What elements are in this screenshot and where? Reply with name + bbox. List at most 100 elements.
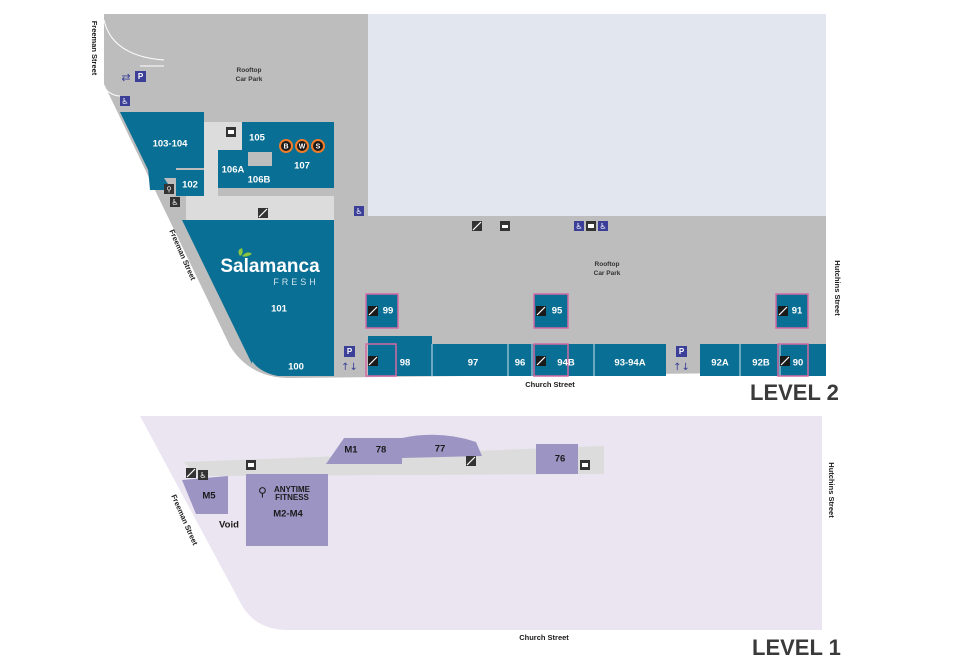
tenant-101[interactable] xyxy=(182,220,334,364)
svg-text:⚲: ⚲ xyxy=(166,186,171,194)
tenant-m2-m4[interactable] xyxy=(246,474,328,546)
accessible-icon: ♿ xyxy=(574,221,584,231)
tenant-105-label: 105 xyxy=(249,133,266,144)
tenant-m5-label: M5 xyxy=(202,491,216,502)
tenant-107[interactable] xyxy=(272,122,334,188)
anytime-wordmark: ANYTIME xyxy=(274,485,311,494)
rooftop-car-park-label-lower: Rooftop xyxy=(595,261,620,268)
tenant-m1-label: M1 xyxy=(344,445,358,456)
escalator-icon xyxy=(368,306,378,316)
tenant-102-label: 102 xyxy=(182,180,198,191)
tenant-92b[interactable] xyxy=(740,344,780,376)
tenant-97[interactable] xyxy=(432,344,508,376)
escalator-icon xyxy=(258,208,268,218)
tenant-106b-label: 106B xyxy=(248,175,271,186)
tenant-105[interactable] xyxy=(242,122,272,152)
fitness-wordmark: FITNESS xyxy=(275,493,309,502)
lift-icon xyxy=(226,127,236,137)
tenant-100[interactable] xyxy=(250,358,334,376)
lift-icon xyxy=(586,221,596,231)
anytime-fitness-logo: ⚲ ANYTIME FITNESS xyxy=(258,485,311,502)
tenant-m1[interactable] xyxy=(326,438,362,464)
tenant-77[interactable] xyxy=(402,434,482,458)
church-street-label-level-1: Church Street xyxy=(519,633,569,642)
svg-text:W: W xyxy=(299,143,306,150)
tenant-91-label: 91 xyxy=(792,306,803,317)
rooftop-car-park-label-upper-2: Car Park xyxy=(236,76,263,83)
up-down-arrows-icon: ↑↓ xyxy=(341,362,358,373)
tenant-76[interactable] xyxy=(536,444,578,474)
tenant-106a-label: 106A xyxy=(222,165,245,176)
svg-text:↑↓: ↑↓ xyxy=(673,362,690,373)
car-park-lane-curve-2 xyxy=(103,87,121,97)
tenant-98[interactable] xyxy=(368,336,432,376)
parking-icon: P xyxy=(344,346,355,357)
level-2-open-area xyxy=(368,14,826,216)
tenant-90-label: 90 xyxy=(793,358,804,369)
salamanca-fresh-logo: Salamanca FRESH xyxy=(220,248,320,287)
hutchins-street-label-level-2: Hutchins Street xyxy=(833,260,842,316)
parking-letter: P xyxy=(138,72,144,81)
tenant-92b-label: 92B xyxy=(752,358,770,369)
escalator-icon xyxy=(368,356,378,366)
level-2-title: LEVEL 2 xyxy=(750,380,839,405)
walkway-level-2-b xyxy=(204,122,218,196)
kiosk-outline-90 xyxy=(777,343,809,377)
swap-direction-icon: ⇄ xyxy=(121,71,130,84)
tenant-95-label: 95 xyxy=(552,306,563,317)
tenant-93-94a[interactable] xyxy=(594,344,666,376)
tenant-100-label: 100 xyxy=(288,362,304,373)
tenant-76-label: 76 xyxy=(555,454,566,465)
parking-icon: P xyxy=(135,71,146,82)
escalator-icon xyxy=(536,306,546,316)
svg-text:♿: ♿ xyxy=(355,207,362,216)
tenant-98-label: 98 xyxy=(400,358,411,369)
escalator-icon xyxy=(186,468,196,478)
svg-text:♿: ♿ xyxy=(171,198,178,207)
level-1-floor-area xyxy=(140,416,822,630)
toilets-icon: ⚲ xyxy=(164,184,174,194)
svg-text:♿: ♿ xyxy=(599,222,606,231)
tenant-103-104-label: 103-104 xyxy=(153,139,189,150)
running-figure-icon: ⚲ xyxy=(258,485,267,499)
tenant-92a[interactable] xyxy=(700,344,740,376)
svg-text:S: S xyxy=(316,143,321,150)
fresh-wordmark: FRESH xyxy=(273,277,319,287)
hutchins-street-label-level-1: Hutchins Street xyxy=(827,462,836,518)
tenant-92a-label: 92A xyxy=(711,358,729,369)
tenant-99-label: 99 xyxy=(383,306,394,317)
tenant-96[interactable] xyxy=(508,344,532,376)
tenant-m5[interactable] xyxy=(182,476,228,514)
accessible-icon: ♿ xyxy=(198,470,208,480)
tenant-101-label: 101 xyxy=(271,304,288,315)
accessible-icon: ♿ xyxy=(170,197,180,207)
accessible-icon: ♿ xyxy=(598,221,608,231)
parking-letter: P xyxy=(347,347,353,356)
up-down-arrows-icon: ↑↓ xyxy=(673,362,690,373)
tenant-94b-label: 94B xyxy=(557,358,575,369)
tenant-106b[interactable] xyxy=(246,166,272,188)
accessible-icon: ♿ xyxy=(120,96,130,106)
tenant-103-104-body xyxy=(120,112,204,178)
svg-text:B: B xyxy=(283,143,288,150)
void-label: Void xyxy=(219,520,239,531)
lift-icon xyxy=(580,460,590,470)
escalator-icon xyxy=(778,306,788,316)
tenant-97-label: 97 xyxy=(468,358,479,369)
tenant-77-label: 77 xyxy=(435,444,446,455)
svg-text:↑↓: ↑↓ xyxy=(341,362,358,373)
tenant-102[interactable] xyxy=(176,170,204,196)
church-street-label-level-2: Church Street xyxy=(525,380,575,389)
svg-text:♿: ♿ xyxy=(199,471,206,480)
escalator-icon xyxy=(536,356,546,366)
freeman-street-label-top: Freeman Street xyxy=(90,21,99,76)
tenant-106a[interactable] xyxy=(218,150,248,188)
car-park-lane-curve xyxy=(103,19,165,61)
svg-text:⇄: ⇄ xyxy=(121,71,130,84)
tenant-78[interactable] xyxy=(362,438,402,464)
rooftop-car-park-label-lower-2: Car Park xyxy=(594,270,621,277)
level-2-plan: P ⇄ ♿ ⚲ ♿ ♿ ♿ ♿ P ↑↓ P ↑↓ B W S Salamanc… xyxy=(90,14,842,405)
kiosk-outline-98 xyxy=(365,343,397,377)
parking-icon: P xyxy=(676,346,687,357)
level-1-title: LEVEL 1 xyxy=(752,635,841,660)
